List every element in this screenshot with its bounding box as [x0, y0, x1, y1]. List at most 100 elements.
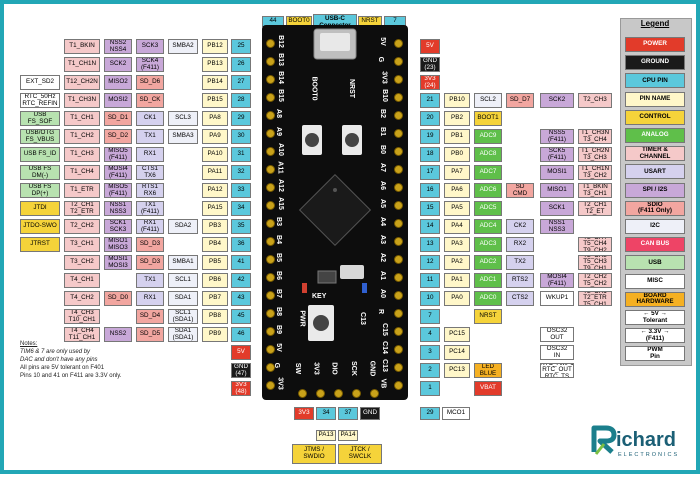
right-power-label: GND (23) [420, 57, 440, 72]
left-misc-label: USB FS DM(-) [20, 165, 60, 180]
right-pin-name: PA2 [444, 255, 470, 270]
board-nrst-label: NRST [348, 78, 356, 99]
board-graphic [298, 28, 372, 341]
left-timer-label: T4_CH2 [64, 291, 100, 306]
left-func-label: SCK2 [104, 57, 132, 72]
board-pin-hole-left [266, 345, 275, 354]
right-func-label: WKUP1 [540, 291, 574, 306]
board-pin-name-right: 5V [378, 37, 386, 46]
right-timer-label: T1_BKIN T3_CH1 [578, 183, 612, 198]
left-func-label: TX1 [136, 273, 164, 288]
right-pin-name: PC15 [444, 327, 470, 342]
left-timer-label: T2_CH2 [64, 219, 100, 234]
board-pin-hole-right [394, 381, 403, 390]
board-pin-hole-right [394, 165, 403, 174]
right-func-label: SD_D7 [506, 93, 534, 108]
board-pin-hole-right [394, 273, 403, 282]
legend-item: BOARD HARDWARE [625, 291, 685, 307]
left-func-label: SD_D3 [136, 255, 164, 270]
legend-item: ← 5V → Tolerant [625, 310, 685, 325]
board-pin-name-right: B0 [378, 145, 386, 154]
board-pin-hole-left [266, 201, 275, 210]
board-pin-hole-right [394, 111, 403, 120]
right-func-label: OSC32 IN [540, 345, 574, 360]
right-pin-number: 16 [420, 183, 440, 198]
board-pin-hole-right [394, 147, 403, 156]
left-func-label: SD_D3 [136, 237, 164, 252]
left-timer-label: T1_CH2 [64, 129, 100, 144]
left-pin-name: PA9 [202, 129, 228, 144]
board-pin-hole-right [394, 93, 403, 102]
right-pin-number: 15 [420, 201, 440, 216]
board-pin-name-left: B13 [276, 53, 284, 66]
legend-item: POWER [625, 37, 685, 52]
left-timer-label: T12_CH2N [64, 75, 100, 90]
right-func-label: ADC5 [474, 201, 502, 216]
right-func-label: ADC7 [474, 165, 502, 180]
legend-item: CAN BUS [625, 237, 685, 253]
right-func-label: ADC1 [474, 273, 502, 288]
legend-item: I2C [625, 219, 685, 234]
left-pin-name: PB12 [202, 39, 228, 54]
right-pin-name: PB1 [444, 129, 470, 144]
left-pin-number: 43 [231, 291, 251, 306]
left-func-label: SCK4 (F411) [136, 57, 164, 72]
left-misc-label: USB/OTG FS_VBUS [20, 129, 60, 144]
right-func-label: RX2 [506, 237, 534, 252]
right-func-label: ADC8 [474, 147, 502, 162]
right-timer-label: T2_CH1 T2_ET [578, 201, 612, 216]
left-func-label: NSS1 NSS3 [104, 201, 132, 216]
board-pin-name-left: G [273, 362, 281, 369]
svg-text:ELECTRONICS: ELECTRONICS [618, 452, 679, 458]
board-pin-hole-right [394, 291, 403, 300]
crystal [340, 265, 364, 279]
board-pin-hole-right [394, 237, 403, 246]
board-pin-name-right: B2 [378, 109, 386, 118]
mcu-chip-dot [333, 188, 337, 192]
right-func-label: SCK1 [540, 201, 574, 216]
right-func-label: MOSI4 (F411) [540, 273, 574, 288]
left-timer-label: T2_CH1 T2_ETR [64, 201, 100, 216]
left-pin-number: 34 [231, 201, 251, 216]
board-pin-name-right: A4 [378, 217, 386, 226]
left-pin-number: 27 [231, 75, 251, 90]
left-func-label: SD_D2 [104, 129, 132, 144]
bottom-pin29-label: 29 [420, 407, 440, 420]
left-pin-number: 29 [231, 111, 251, 126]
right-timer-label: T2_CH3 T5_CH3 T9_CH1 [578, 255, 612, 270]
left-pin-name: PB13 [202, 57, 228, 72]
left-func-label: CK1 [136, 111, 164, 126]
board-pin-hole-left [266, 363, 275, 372]
right-func-label: ADC4 [474, 219, 502, 234]
richard-logo-mark: ichard ELECTRONICS [591, 425, 679, 458]
left-pin-name: PB7 [202, 291, 228, 306]
right-pin-name: PA3 [444, 237, 470, 252]
left-i2c-label: SDA1 [168, 291, 198, 306]
board-pin-name-right: VB [379, 378, 387, 389]
notes-line3: All pins are 5V tolerant on F401 [20, 365, 105, 372]
board-pin-hole-left [266, 39, 275, 48]
board-pin-name-left: A11 [276, 161, 284, 174]
bottom-pin34-label: 34 [316, 407, 336, 420]
right-pin-name: PC13 [444, 363, 470, 378]
right-pin-number: 18 [420, 147, 440, 162]
bottom-3v3-label: 3V3 [294, 407, 314, 420]
board-pin-name-left: A10 [276, 143, 284, 156]
left-misc-label: RTC_50Hz RTC_REFIN [20, 93, 60, 108]
left-pin-number: 25 [231, 39, 251, 54]
right-pin-number: 12 [420, 255, 440, 270]
left-misc-label: JTDI [20, 201, 60, 216]
right-timer-label: T1_CH2N T3_CH3 [578, 147, 612, 162]
board-pin-name-right: A5 [378, 199, 386, 208]
board-pin-name-right: 3V3 [380, 71, 388, 84]
right-func-label: OSC32 OUT [540, 327, 574, 342]
board-pin-hole-left [266, 183, 275, 192]
left-func-label: RTS1 RX6 [136, 183, 164, 198]
board-pin-hole-bottom [334, 389, 343, 398]
left-misc-label: USB FS DP(+) [20, 183, 60, 198]
left-pin-number: 45 [231, 309, 251, 324]
board-pin-hole-right [394, 57, 403, 66]
right-func-label: ADC6 [474, 183, 502, 198]
left-pin-number: 30 [231, 129, 251, 144]
